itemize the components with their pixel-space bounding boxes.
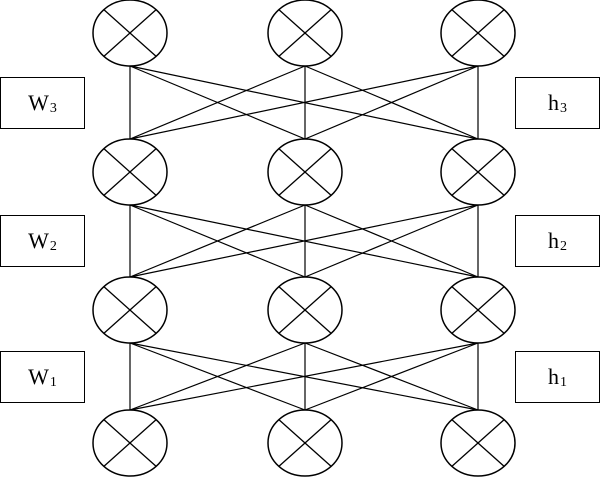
- hidden-label-h1-base: h: [548, 364, 559, 389]
- neuron-node: [267, 409, 343, 477]
- weight-label-w3-base: W: [28, 90, 49, 115]
- neuron-cross-line: [103, 286, 157, 334]
- neuron-cross-line: [451, 286, 505, 334]
- hidden-label-h2-sub: 2: [560, 239, 567, 254]
- neuron-node: [92, 138, 168, 206]
- hidden-label-h3-sub: 3: [560, 101, 567, 116]
- weight-label-w3-sub: 3: [49, 101, 57, 116]
- neuron-node: [267, 276, 343, 344]
- connection-line: [304, 342, 479, 411]
- neurons: [92, 0, 516, 477]
- neuron-cross-line: [278, 286, 332, 334]
- neuron-node: [440, 409, 516, 477]
- weight-label-w2-base: W: [28, 228, 49, 253]
- neuron-cross-line: [278, 148, 332, 196]
- neuron-cross-line: [103, 148, 157, 196]
- neuron-node: [440, 138, 516, 206]
- weight-label-w1-sub: 1: [49, 375, 57, 390]
- connections: [129, 65, 479, 411]
- neuron-cross-line: [103, 9, 157, 57]
- neuron-cross-line: [103, 419, 157, 467]
- neuron-cross-line: [278, 9, 332, 57]
- connection-line: [129, 342, 479, 411]
- neuron-node: [267, 0, 343, 67]
- neuron-node: [92, 0, 168, 67]
- connection-line: [304, 204, 479, 278]
- connection-line: [129, 65, 479, 140]
- connection-line: [129, 204, 306, 278]
- hidden-label-h3-base: h: [548, 90, 559, 115]
- neuron-cross-line: [451, 419, 505, 467]
- neuron-node: [92, 409, 168, 477]
- hidden-label-h1-sub: 1: [560, 375, 567, 390]
- weight-label-w1-base: W: [28, 364, 49, 389]
- neuron-cross-line: [278, 419, 332, 467]
- weight-label-w2-sub: 2: [49, 239, 57, 254]
- neuron-node: [440, 276, 516, 344]
- neuron-cross-line: [451, 9, 505, 57]
- hidden-label-h2-base: h: [548, 228, 559, 253]
- neuron-node: [440, 0, 516, 67]
- neuron-node: [267, 138, 343, 206]
- connection-line: [129, 65, 306, 140]
- neuron-cross-line: [451, 148, 505, 196]
- connection-line: [129, 204, 479, 278]
- connection-line: [304, 65, 479, 140]
- connection-line: [129, 342, 306, 411]
- neuron-node: [92, 276, 168, 344]
